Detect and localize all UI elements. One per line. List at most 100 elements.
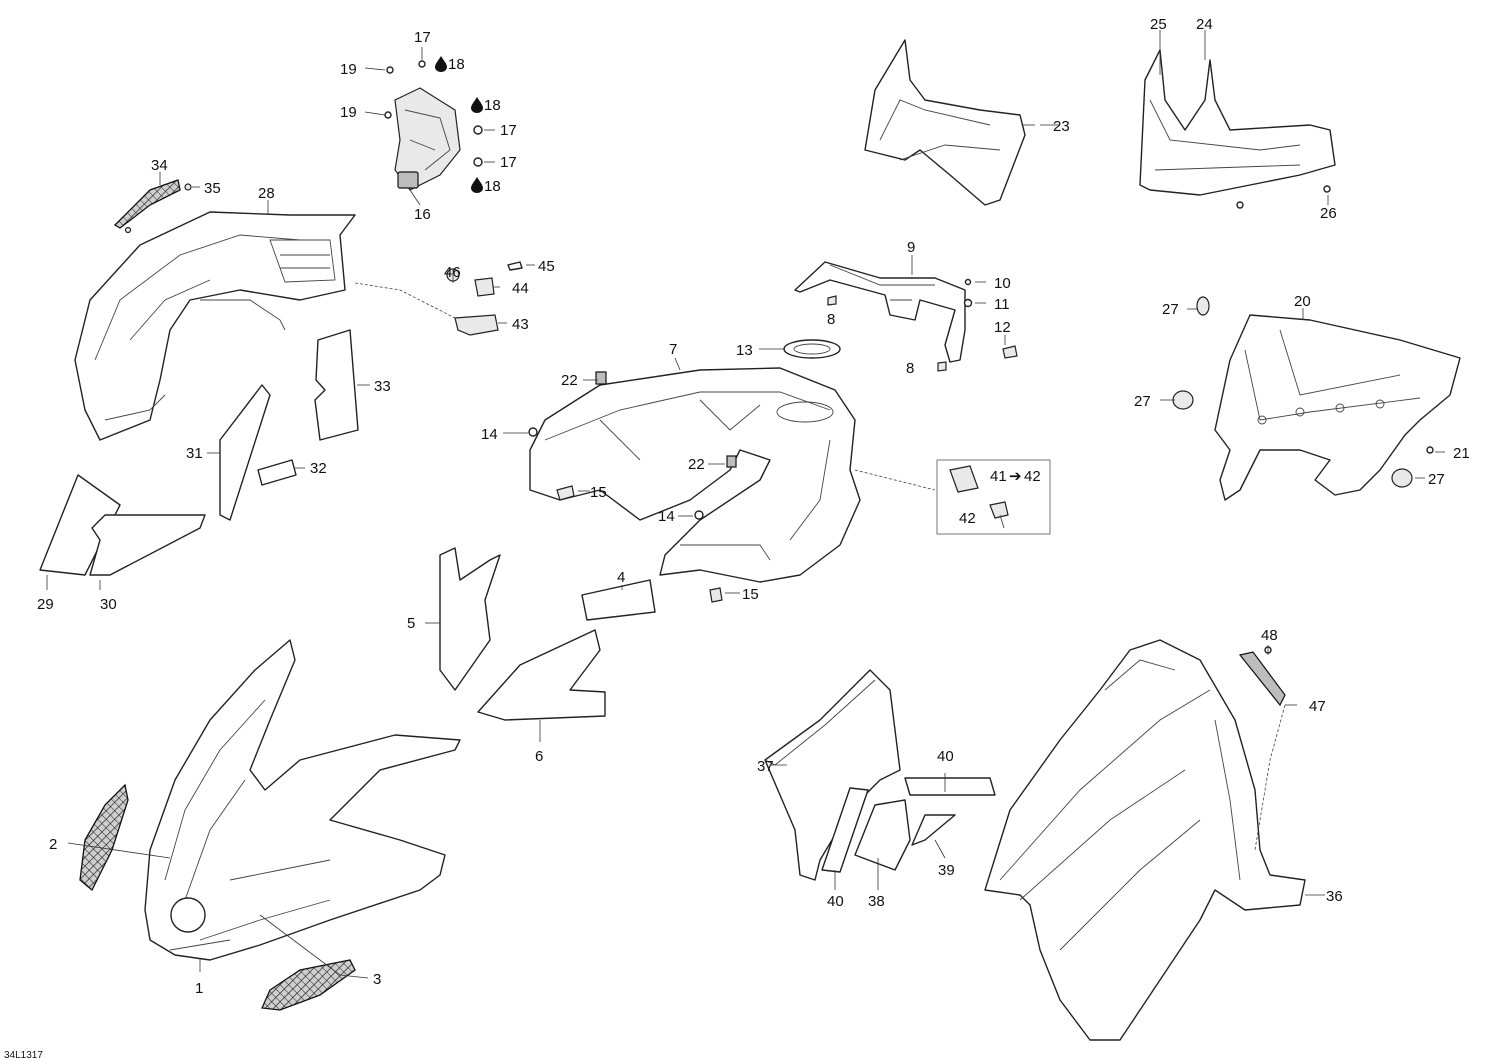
part-6-decal	[477, 629, 606, 721]
part-33-pad	[314, 329, 359, 441]
callout-18c: 18	[484, 178, 501, 195]
callout-29: 29	[37, 596, 54, 613]
callout-labels: 1 2 3 4 5 6 7 8 8 9 10 11 12 13 14 14 15…	[4, 16, 1470, 1061]
callout-11: 11	[994, 296, 1010, 313]
callout-21: 21	[1453, 445, 1470, 462]
callout-40a: 40	[937, 748, 954, 765]
callout-39: 39	[938, 862, 955, 879]
drop-icon	[471, 177, 483, 193]
callout-42b: 42	[959, 510, 976, 527]
callout-27a: 27	[1162, 301, 1179, 318]
callout-15a: 15	[590, 484, 607, 501]
callout-37: 37	[757, 758, 774, 775]
callout-4: 4	[617, 569, 625, 586]
part-36-side-panel	[984, 639, 1306, 1041]
part-13-gasket	[783, 339, 841, 359]
callout-36: 36	[1326, 888, 1343, 905]
callout-33: 33	[374, 378, 391, 395]
callout-23: 23	[1053, 118, 1070, 135]
callout-25: 25	[1150, 16, 1167, 33]
callout-14b: 14	[658, 508, 675, 525]
callout-34: 34	[151, 157, 168, 174]
part-4-pad	[581, 579, 656, 621]
part-38-pad	[854, 799, 911, 871]
callout-24: 24	[1196, 16, 1213, 33]
part-34-small-grille	[113, 179, 192, 234]
callout-12: 12	[994, 319, 1011, 336]
part-1-front-fascia	[144, 639, 461, 961]
callout-15b: 15	[742, 586, 759, 603]
callout-40b: 40	[827, 893, 844, 910]
callout-47: 47	[1309, 698, 1326, 715]
leader-lines	[46, 30, 1445, 979]
callout-45: 45	[538, 258, 555, 275]
part-28-side-cowl	[74, 211, 356, 441]
callout-28: 28	[258, 185, 275, 202]
part-41-42-kit	[936, 459, 1051, 535]
callout-13: 13	[736, 342, 753, 359]
callout-41-42-kit-label: 41 ➔ 42	[990, 468, 1041, 485]
callout-27c: 27	[1428, 471, 1445, 488]
callout-32: 32	[310, 460, 327, 477]
arrow-right-icon: ➔	[1009, 468, 1022, 485]
part-9-bracket	[794, 261, 1018, 372]
callout-2: 2	[49, 836, 57, 853]
part-16-bracket	[384, 60, 483, 191]
part-24-panel	[1139, 49, 1336, 209]
callout-43: 43	[512, 316, 529, 333]
part-40-strips	[821, 777, 996, 873]
callout-42a: 42	[1024, 468, 1041, 485]
part-3-grille	[261, 959, 356, 1011]
part-30-decal	[89, 514, 206, 576]
callout-8a: 8	[827, 311, 835, 328]
callout-27b: 27	[1134, 393, 1151, 410]
callout-19b: 19	[340, 104, 357, 121]
drop-icon	[471, 97, 483, 113]
callout-7: 7	[669, 341, 677, 358]
callout-20: 20	[1294, 293, 1311, 310]
callout-46: 46	[444, 264, 461, 281]
part-43-latch	[446, 261, 523, 336]
callout-30: 30	[100, 596, 117, 613]
callout-35: 35	[204, 180, 221, 197]
callout-5: 5	[407, 615, 415, 632]
callout-14a: 14	[481, 426, 498, 443]
part-29-decal	[39, 474, 121, 576]
part-23-bracket	[864, 39, 1026, 206]
part-20-frame	[1172, 296, 1461, 501]
callout-9: 9	[907, 239, 915, 256]
callout-6: 6	[535, 748, 543, 765]
part-39-pad	[911, 814, 956, 846]
callout-26: 26	[1320, 205, 1337, 222]
part-hardware-center	[528, 371, 737, 603]
callout-22a: 22	[561, 372, 578, 389]
callout-38: 38	[868, 893, 885, 910]
callout-1: 1	[195, 980, 203, 997]
callout-3: 3	[373, 971, 381, 988]
callout-41: 41	[990, 468, 1007, 485]
callout-31: 31	[186, 445, 203, 462]
callout-48: 48	[1261, 627, 1278, 644]
callout-17a: 17	[414, 29, 431, 46]
drop-icon	[435, 56, 447, 72]
part-31-pad	[219, 384, 271, 521]
part-2-grille	[79, 783, 129, 892]
callout-22b: 22	[688, 456, 705, 473]
callout-18a: 18	[448, 56, 465, 73]
callout-18a-group: 18	[435, 56, 465, 73]
callout-44: 44	[512, 280, 529, 297]
part-32-pad	[257, 459, 297, 486]
part-5-decal	[439, 547, 501, 691]
callout-19a: 19	[340, 61, 357, 78]
part-7-tank-cover	[529, 367, 861, 583]
drawing-id: 34L1317	[4, 1050, 43, 1061]
callout-16: 16	[414, 206, 431, 223]
callout-17c: 17	[500, 154, 517, 171]
callout-10: 10	[994, 275, 1011, 292]
callout-18b-group: 18	[471, 97, 501, 114]
callout-17b: 17	[500, 122, 517, 139]
callout-18b: 18	[484, 97, 501, 114]
callout-18c-group: 18	[471, 177, 501, 195]
callout-8b: 8	[906, 360, 914, 377]
